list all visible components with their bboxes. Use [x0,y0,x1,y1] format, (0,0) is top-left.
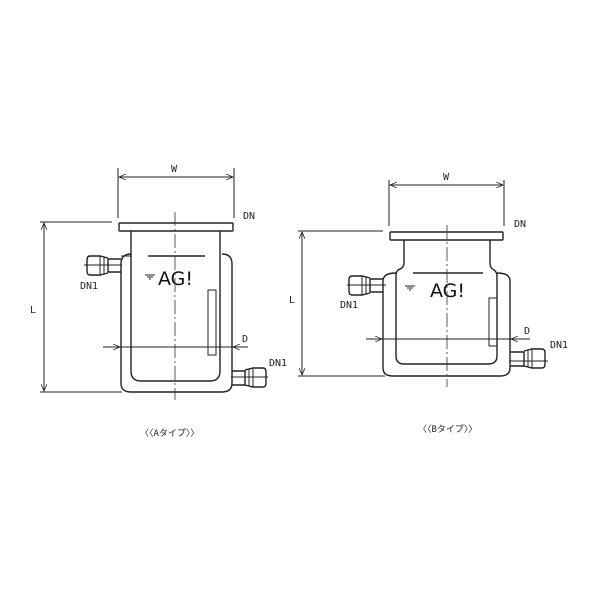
a-baffle [207,289,217,356]
a-left-port [84,255,122,276]
b-left-port [347,275,386,296]
a-dn1-left-label: DN1 [80,281,98,292]
type-b-vessel: W DN AG! DN1 DN1 D [289,172,568,435]
a-w-label: W [171,164,178,175]
b-d-label: D [524,326,530,337]
a-inner-vessel [130,231,221,382]
a-logo: AG! [158,268,193,290]
b-inner-vessel [395,240,498,365]
b-dn1-right-label: DN1 [550,340,568,351]
b-logo: AG! [430,280,465,302]
a-dn-label: DN [243,211,255,222]
a-caption: 〈〈Aタイプ〉〉 [140,428,199,439]
b-w-label: W [443,172,450,183]
a-jacket [120,253,233,393]
b-baffle [488,297,498,347]
a-flange [118,222,234,232]
b-jacket [382,272,511,377]
b-caption: 〈〈Bタイプ〉〉 [418,424,477,435]
a-water-level-icon [145,274,155,280]
a-d-label: D [242,334,248,345]
b-dn1-left-label: DN1 [340,300,358,311]
b-right-port [509,348,548,369]
b-flange [389,231,504,241]
b-water-level-icon [405,285,415,291]
type-a-vessel: W DN AG! DN1 DN1 [30,164,287,439]
a-dn1-right-label: DN1 [269,358,287,369]
a-right-port [231,367,268,388]
a-l-label: L [30,305,36,316]
b-dn-label: DN [514,219,526,230]
b-l-label: L [289,295,295,306]
